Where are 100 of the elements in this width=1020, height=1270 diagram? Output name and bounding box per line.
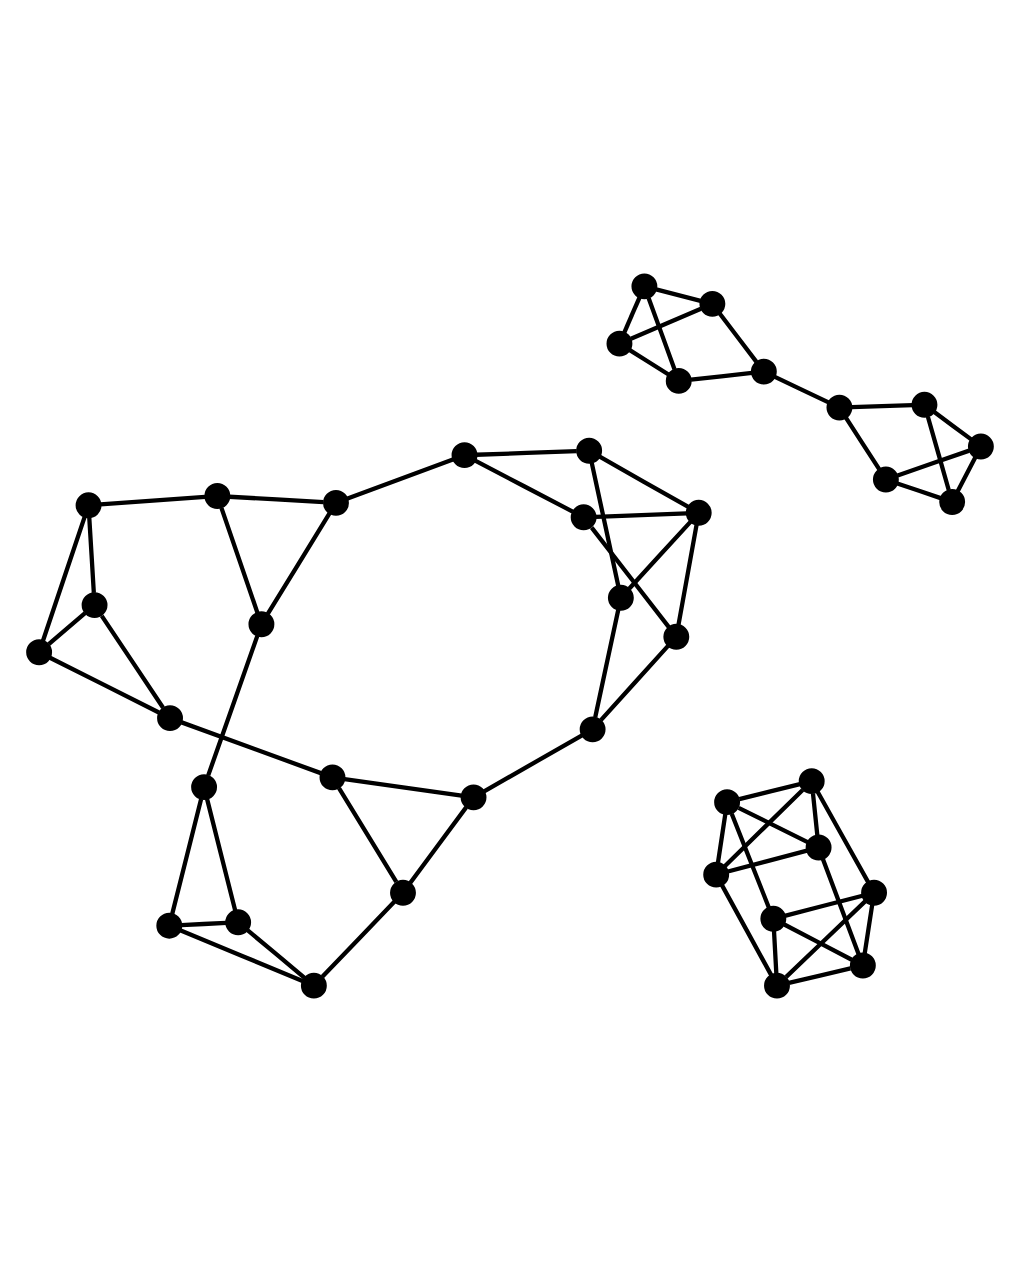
connector <box>630 305 702 340</box>
node-circle <box>579 715 606 742</box>
node-circle <box>699 289 726 316</box>
node-circle <box>703 860 730 887</box>
connector <box>896 447 970 477</box>
connector <box>40 514 87 641</box>
node-circle <box>606 329 633 356</box>
node-circle <box>607 583 634 610</box>
node-circle <box>248 610 275 637</box>
node-circle <box>861 878 887 905</box>
node-circle <box>191 773 218 800</box>
node-circle <box>156 911 183 938</box>
node-circle <box>576 436 603 463</box>
connector <box>646 296 677 369</box>
connector <box>738 781 801 801</box>
connector <box>933 409 973 441</box>
connector <box>337 785 399 882</box>
node-circle <box>849 951 876 978</box>
node-circle <box>798 767 825 794</box>
connector <box>48 654 160 714</box>
connector <box>87 516 96 592</box>
connector <box>346 456 455 500</box>
node-circle <box>826 393 853 420</box>
connector <box>100 493 206 506</box>
connector <box>589 461 621 586</box>
connector <box>737 804 810 844</box>
node-circle <box>764 971 790 998</box>
connector <box>655 286 702 302</box>
node-circle <box>225 908 252 935</box>
connector <box>925 415 951 490</box>
connector <box>206 634 260 776</box>
node-circle <box>319 763 346 790</box>
node-circle <box>685 498 712 525</box>
connector <box>593 608 621 717</box>
connector <box>810 792 820 836</box>
node-circle <box>570 503 597 530</box>
connector <box>627 519 693 590</box>
connector <box>896 480 942 500</box>
connector <box>344 775 462 797</box>
connector <box>590 525 671 628</box>
node-circle <box>390 878 416 905</box>
connector <box>851 402 913 409</box>
connector <box>179 927 304 982</box>
node-circle <box>451 441 478 468</box>
connector <box>784 898 867 978</box>
connector <box>783 921 853 961</box>
connector <box>482 732 584 793</box>
connector <box>219 506 260 613</box>
connector <box>229 493 324 504</box>
connector <box>181 919 227 927</box>
node-circle <box>760 904 787 931</box>
connector <box>628 347 670 376</box>
connector <box>170 797 204 914</box>
connector <box>690 369 753 381</box>
connector <box>815 789 871 883</box>
connector <box>408 805 468 884</box>
node-circle <box>805 833 832 860</box>
node-circle <box>81 591 108 618</box>
connector <box>476 448 577 456</box>
connector <box>784 892 864 917</box>
node-circle <box>714 788 741 815</box>
node-circle <box>939 488 966 514</box>
node-circle <box>75 491 102 518</box>
connector <box>727 847 808 873</box>
node-circle <box>665 366 692 393</box>
connector <box>180 719 322 775</box>
connector <box>862 903 875 954</box>
connector <box>595 510 687 518</box>
node-circle <box>204 482 231 508</box>
connector <box>773 373 830 404</box>
node-circle <box>300 971 327 998</box>
connector <box>820 856 861 955</box>
connector <box>598 453 690 508</box>
node-circle <box>872 465 899 492</box>
node-circle <box>157 704 183 731</box>
connector <box>320 898 397 978</box>
node-circle <box>663 622 690 649</box>
connector <box>265 511 332 615</box>
connector <box>474 457 574 513</box>
connector <box>599 643 671 721</box>
node-circle <box>460 783 487 810</box>
connector <box>246 927 306 979</box>
connector <box>719 882 774 976</box>
node-circle <box>631 272 658 299</box>
connector <box>844 415 881 470</box>
node-circle <box>750 357 777 384</box>
connector <box>204 797 238 911</box>
connector <box>717 311 759 363</box>
connector <box>47 610 87 645</box>
connector <box>723 787 805 867</box>
connector <box>729 811 771 908</box>
connector <box>788 965 851 984</box>
connector <box>99 613 165 708</box>
connector <box>676 523 699 625</box>
connector <box>622 295 642 333</box>
node-circle <box>26 638 53 665</box>
node-circle <box>323 488 349 515</box>
node-circle <box>911 390 938 417</box>
connector <box>715 812 728 862</box>
connector <box>771 929 779 973</box>
